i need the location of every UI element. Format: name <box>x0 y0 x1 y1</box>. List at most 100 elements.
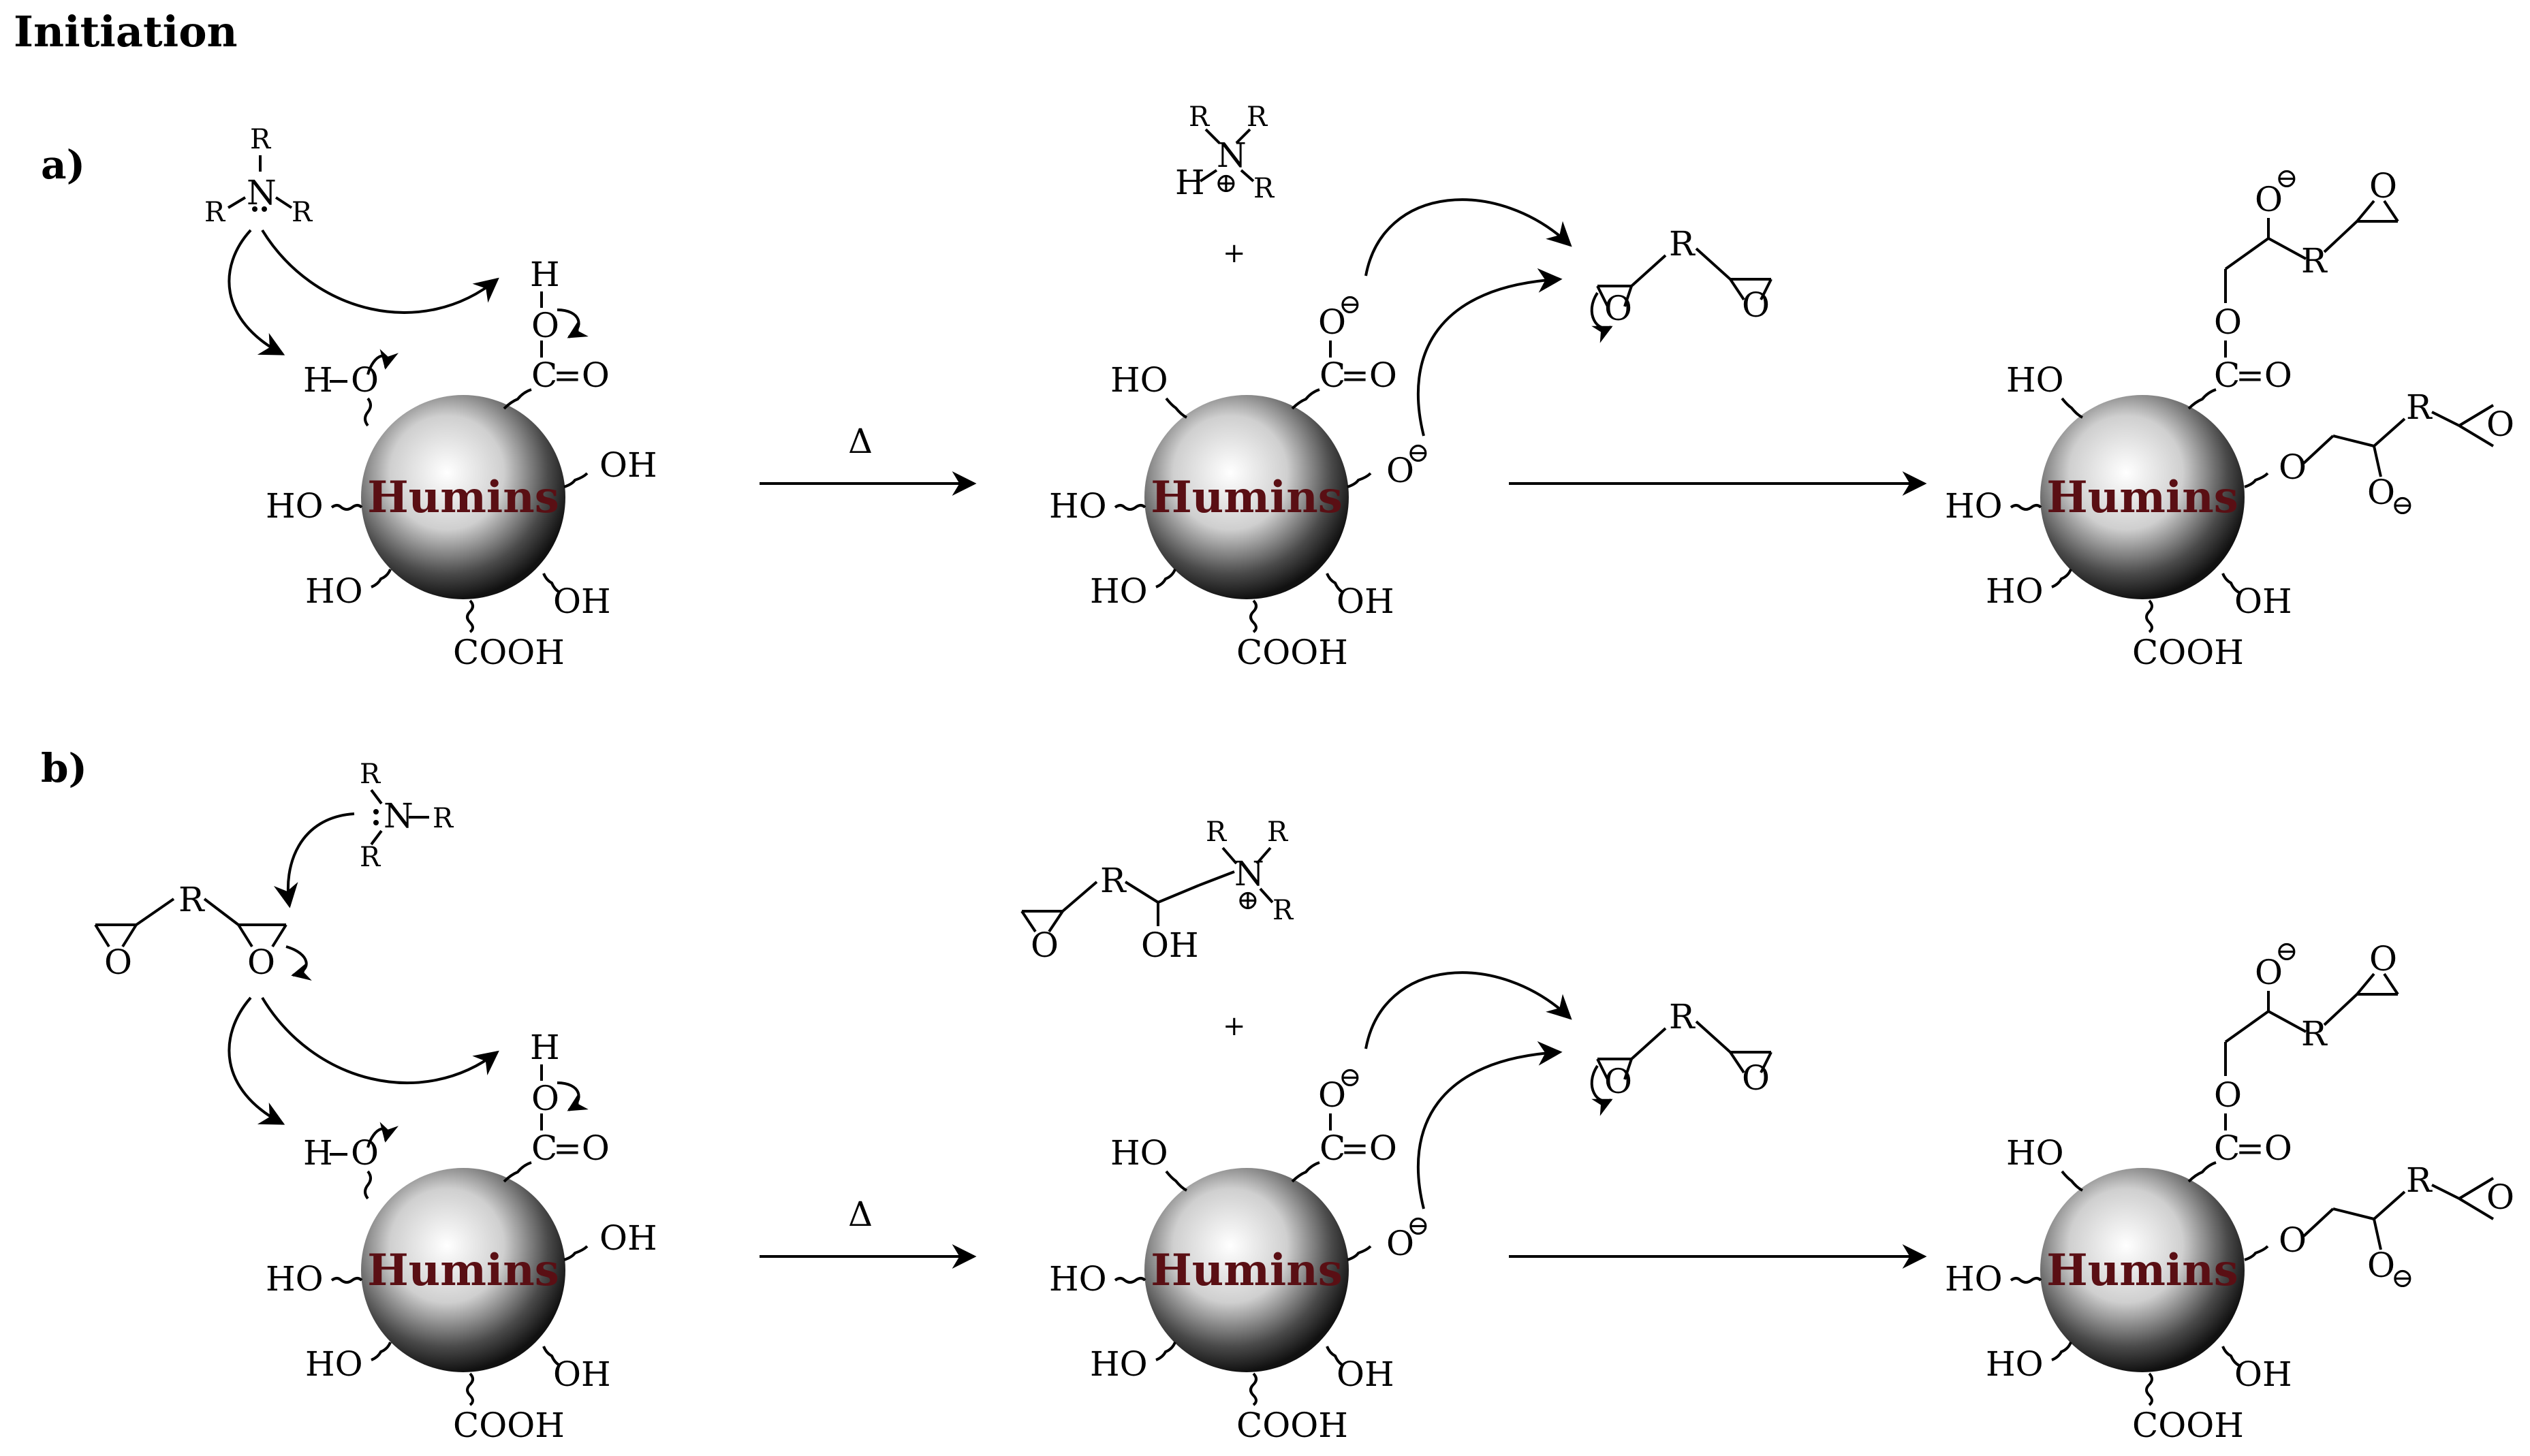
humin-sphere <box>2040 395 2245 599</box>
oh-lower-right: OH <box>553 582 611 621</box>
svg-text:R: R <box>2301 241 2328 281</box>
svg-text:O: O <box>247 943 275 982</box>
svg-text:O: O <box>2255 180 2283 219</box>
svg-text:R: R <box>1247 101 1268 133</box>
panel-label-b: b) <box>41 745 87 791</box>
svg-text:R: R <box>2301 1014 2328 1054</box>
svg-text:R: R <box>1669 224 1696 264</box>
panel-label-a: a) <box>41 142 85 188</box>
svg-text:COOH: COOH <box>1236 1406 1348 1445</box>
svg-text:⊖: ⊖ <box>2275 936 2298 967</box>
svg-text:=O: =O <box>2236 1128 2292 1168</box>
svg-text:HO: HO <box>305 1344 363 1384</box>
svg-text:R: R <box>1267 817 1289 848</box>
svg-text:O: O <box>1604 1062 1632 1101</box>
svg-text:O: O <box>2486 405 2514 444</box>
svg-text:R: R <box>2406 387 2433 427</box>
amine-r-left: R <box>204 197 226 228</box>
humin-sphere <box>2040 1168 2245 1372</box>
svg-text:⊖: ⊖ <box>1407 1210 1430 1241</box>
svg-text:N: N <box>1217 136 1247 175</box>
svg-text:HO: HO <box>1090 571 1148 611</box>
svg-text:COOH: COOH <box>1236 633 1348 672</box>
svg-text:R: R <box>1100 861 1127 900</box>
svg-text:R: R <box>433 803 454 834</box>
plus-sign-b: + <box>1223 1011 1246 1042</box>
svg-text:OH: OH <box>1337 582 1394 621</box>
carboxyl-h: H <box>530 255 560 294</box>
svg-text:R: R <box>178 880 205 919</box>
svg-text:R: R <box>1272 895 1294 926</box>
svg-text:N: N <box>384 796 413 836</box>
svg-text:OH: OH <box>2234 582 2292 621</box>
svg-text:OH: OH <box>1141 925 1199 965</box>
svg-text:O: O <box>2486 1177 2514 1217</box>
svg-text:R: R <box>1189 101 1211 133</box>
amine-n: N <box>247 173 277 212</box>
humins-label: Humins <box>1151 472 1343 523</box>
svg-text:O: O <box>1386 451 1414 490</box>
svg-text:HO: HO <box>1945 1259 2003 1299</box>
svg-text:=O: =O <box>553 1128 610 1168</box>
svg-text:O: O <box>2214 1075 2242 1115</box>
svg-text:O: O <box>2367 473 2395 512</box>
svg-text:⊖: ⊖ <box>1339 289 1362 320</box>
ammonium-cation-a: R R N H ⊕ R + <box>1175 101 1275 269</box>
svg-text:COOH: COOH <box>2132 633 2244 672</box>
humins-label: Humins <box>367 1245 559 1296</box>
svg-text:⊖: ⊖ <box>2391 490 2414 521</box>
svg-text:HO: HO <box>1090 1344 1148 1384</box>
svg-text:HO: HO <box>1986 1344 2044 1384</box>
svg-text:O: O <box>1386 1224 1414 1263</box>
humin-particle-a1: Humins H O H O C =O OH HO HO OH COOH <box>266 255 657 672</box>
humin-particle-a2: Humins O ⊖ C =O O ⊖ HO HO HO OH COOH <box>1049 198 1572 672</box>
humins-label: Humins <box>2046 472 2238 523</box>
scheme-title: Initiation <box>14 7 238 57</box>
cooh-bottom: COOH <box>453 633 565 672</box>
carboxyl-o: O <box>531 306 559 345</box>
svg-text:O: O <box>2279 447 2307 487</box>
ho-lower-left: HO <box>305 571 363 611</box>
svg-text:OH: OH <box>599 1218 657 1258</box>
humin-particle-b2: Humins O ⊖ C =O O ⊖ HO HO HO OH COOH <box>1049 971 1572 1445</box>
svg-text:R: R <box>360 759 381 790</box>
svg-text:O: O <box>1742 1058 1770 1098</box>
svg-text:HO: HO <box>2006 360 2064 400</box>
svg-text:R: R <box>2406 1160 2433 1200</box>
svg-text:⊖: ⊖ <box>1407 437 1430 469</box>
diepoxide-a: O R O <box>1590 224 1772 343</box>
svg-text:=O: =O <box>1341 355 1397 395</box>
svg-text:⊖: ⊖ <box>2391 1263 2414 1294</box>
svg-text:HO: HO <box>2006 1133 2064 1173</box>
svg-text:HO: HO <box>1110 360 1168 400</box>
carboxyl-eqo: =O <box>553 355 610 395</box>
attack-arrow-carboxyl-a <box>261 229 499 314</box>
ammonium-adduct-b: O R OH N R R ⊕ R + <box>1020 817 1294 1042</box>
svg-text:R: R <box>1669 997 1696 1036</box>
svg-text:O: O <box>1318 1075 1346 1115</box>
humin-particle-b1: Humins H O H O C =O OH HO HO OH COOH <box>266 1028 657 1445</box>
amine-r-right: R <box>292 197 313 228</box>
svg-text:⊕: ⊕ <box>1236 885 1260 916</box>
svg-text:O: O <box>2279 1220 2307 1260</box>
svg-text:=O: =O <box>2236 355 2292 395</box>
hydroxyl-o: O <box>351 360 379 400</box>
humins-label: Humins <box>1151 1245 1343 1296</box>
svg-text:H: H <box>303 1133 333 1173</box>
humin-sphere <box>361 395 565 599</box>
tertiary-amine-b: R N R R <box>360 759 454 873</box>
carboxyl-c: C <box>531 355 557 395</box>
humins-label: Humins <box>367 472 559 523</box>
svg-text:HO: HO <box>1110 1133 1168 1173</box>
diepoxide-b2: O R O <box>1590 997 1772 1116</box>
svg-text:O: O <box>2369 939 2397 979</box>
svg-text:COOH: COOH <box>2132 1406 2244 1445</box>
svg-text:R: R <box>1253 173 1275 204</box>
svg-text:COOH: COOH <box>453 1406 565 1445</box>
tertiary-amine-a: R N R R <box>204 124 313 228</box>
heat-delta-a: Δ <box>848 422 873 461</box>
svg-text:HO: HO <box>266 1259 324 1299</box>
svg-text:HO: HO <box>1049 486 1107 526</box>
svg-text:C: C <box>1319 1128 1345 1168</box>
